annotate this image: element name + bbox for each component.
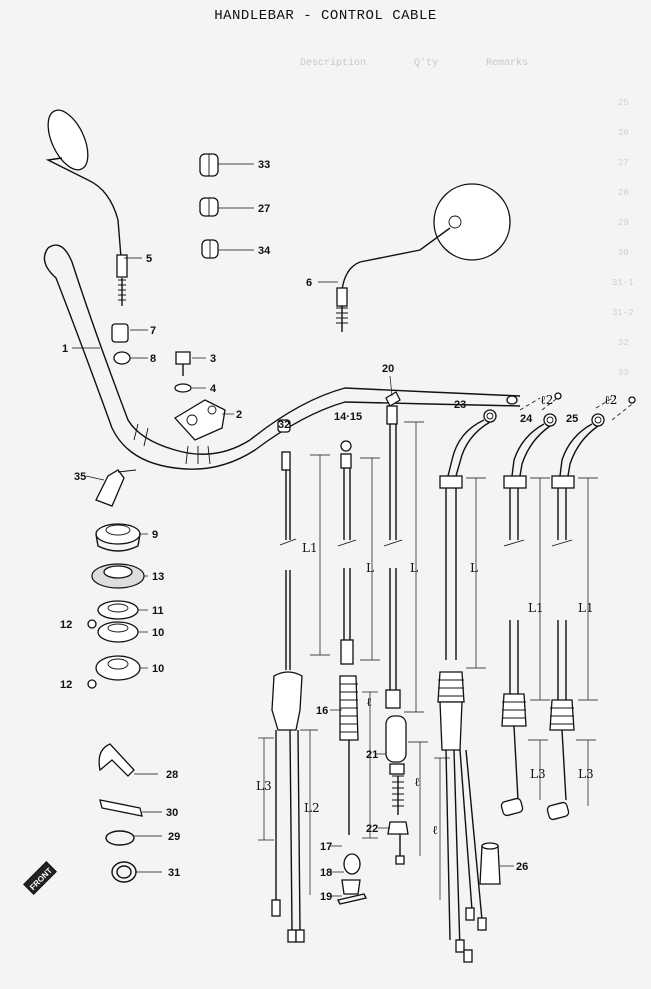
part-number: 10 <box>152 663 164 675</box>
cable-20 <box>383 391 428 865</box>
part-number: 30 <box>166 807 178 819</box>
dimension-label: L3 <box>530 767 546 781</box>
dimension-label: ℓ2 <box>540 393 553 407</box>
left-mirror <box>45 109 128 306</box>
clamp-assembly <box>173 351 226 441</box>
dimension-label: L1 <box>302 541 318 555</box>
part-number: 33 <box>258 159 270 171</box>
cable-14-15 <box>336 440 380 905</box>
part-number: 22 <box>366 823 378 835</box>
dimension-label: L <box>366 561 374 575</box>
ghost-row: 30 <box>618 248 629 258</box>
ghost-row: 32 <box>618 338 629 348</box>
part-number: 4 <box>210 383 217 395</box>
part-number: 23 <box>454 399 466 411</box>
ghost-row: 26 <box>618 128 629 138</box>
dimension-label: ℓ2 <box>604 393 617 407</box>
part-number: 12 <box>60 619 72 631</box>
l2-dimension-b <box>595 395 633 421</box>
part-number: 34 <box>258 245 271 257</box>
label-leaders <box>72 163 514 897</box>
dimension-label: ℓ <box>432 823 438 837</box>
part-number: 16 <box>316 705 328 717</box>
part-number: 6 <box>306 277 312 289</box>
front-direction-badge: FRONT <box>23 861 57 895</box>
dimension-label: ℓ <box>414 775 420 789</box>
bleed-through-rows: 25 26 27 28 29 30 31-1 31-2 32 33 <box>612 98 634 378</box>
part-number: 21 <box>366 749 378 761</box>
part-number: 7 <box>150 325 156 337</box>
part-number: 11 <box>152 605 164 617</box>
ghost-row: 28 <box>618 188 629 198</box>
cable-guide-35 <box>95 469 137 507</box>
dimension-labels: L1 L L L L1 L1 L3 L2 ℓ ℓ ℓ ℓ2 ℓ2 L3 L3 <box>256 393 617 837</box>
part-number: 13 <box>152 571 164 583</box>
ghost-row: 31-1 <box>612 278 634 288</box>
right-mirror <box>336 183 511 332</box>
cable-clips <box>199 153 219 259</box>
cable-25 <box>546 413 605 821</box>
part-number: 14·15 <box>334 411 362 423</box>
bleed-through-header: Description Q'ty Remarks <box>300 58 529 69</box>
part-number: 3 <box>210 353 216 365</box>
dimension-label: ℓ <box>366 695 372 709</box>
part-number: 35 <box>74 471 86 483</box>
part-number: 24 <box>520 413 533 425</box>
part-number: 8 <box>150 353 156 365</box>
l2-dimension-a <box>519 395 561 411</box>
dimension-label: L3 <box>256 779 272 793</box>
part-labels: 1 2 3 4 5 6 7 8 9 10 10 11 12 12 13 14·1… <box>60 159 578 903</box>
ghost-row: 27 <box>618 158 629 168</box>
steering-stem-parts <box>87 523 145 689</box>
cable-23 <box>434 395 518 963</box>
cable-24 <box>500 413 557 817</box>
part-number: 20 <box>382 363 394 375</box>
small-clips <box>98 743 143 883</box>
dimension-label: L3 <box>578 767 594 781</box>
dimension-label: L <box>410 561 418 575</box>
part-number: 26 <box>516 861 528 873</box>
part-number: 9 <box>152 529 158 541</box>
part-number: 10 <box>152 627 164 639</box>
part-number: 2 <box>236 409 242 421</box>
part-number: 17 <box>320 841 332 853</box>
ghost-row: 29 <box>618 218 629 228</box>
part-number: 29 <box>168 831 180 843</box>
diagram-title: HANDLEBAR - CONTROL CABLE <box>214 8 437 24</box>
part-number: 12 <box>60 679 72 691</box>
dimension-label: L1 <box>528 601 544 615</box>
ghost-row: 33 <box>618 368 629 378</box>
dimension-label: L2 <box>304 801 320 815</box>
dimension-label: L <box>470 561 478 575</box>
cable-32 <box>258 419 330 943</box>
part-number: 27 <box>258 203 270 215</box>
part-number: 18 <box>320 867 332 879</box>
grip-end-parts <box>111 323 131 365</box>
part-number: 19 <box>320 891 332 903</box>
part-number: 1 <box>62 343 68 355</box>
part-number: 31 <box>168 867 180 879</box>
part-number: 5 <box>146 253 152 265</box>
part-number: 32 <box>278 419 290 431</box>
ghost-row: 25 <box>618 98 629 108</box>
dimension-label: L1 <box>578 601 594 615</box>
part-number: 25 <box>566 413 578 425</box>
ghost-row: 31-2 <box>612 308 634 318</box>
part-number: 28 <box>166 769 178 781</box>
